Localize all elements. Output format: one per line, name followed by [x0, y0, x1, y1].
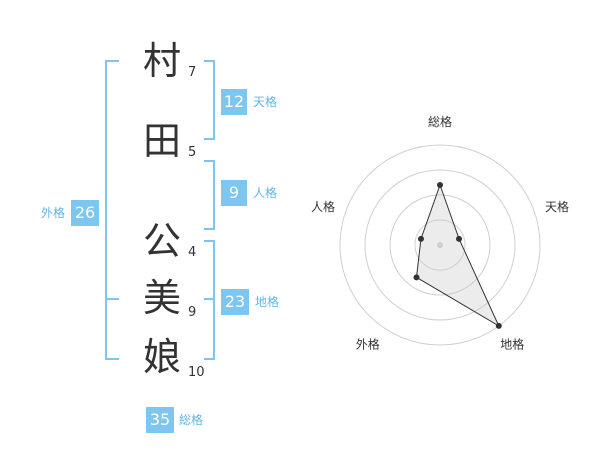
chikaku-badge: 23 [221, 289, 249, 315]
radar-ring [364, 169, 516, 321]
gaikaku-label: 外格 [41, 206, 66, 220]
chikaku-bracket-bottom [204, 358, 215, 360]
radar-axis-label-3: 地格 [500, 337, 524, 352]
radar-ring [414, 219, 466, 271]
radar-axis-label-5: 人格 [311, 199, 335, 214]
soukaku-badge: 35 [146, 407, 174, 433]
tenkaku-badge: 12 [221, 89, 247, 115]
jinkaku-bracket-bottom [204, 228, 215, 230]
soukaku-label: 総格 [179, 413, 204, 427]
jinkaku-bracket-top [204, 160, 215, 162]
tenkaku-bracket-bottom [204, 138, 215, 140]
stroke-count-5: 10 [188, 365, 205, 380]
radar-ring [339, 144, 541, 346]
jinkaku-badge: 9 [221, 180, 247, 206]
chikaku-bracket-top [204, 240, 215, 242]
gaikaku-bracket-top [105, 60, 119, 62]
gaikaku-badge: 26 [71, 200, 99, 226]
name-char-4: 美 [142, 276, 181, 320]
radar-ring [389, 194, 491, 296]
stroke-count-3: 4 [188, 245, 197, 260]
name-char-1: 村 [142, 39, 181, 83]
radar-point-1 [437, 182, 443, 188]
radar-axis-label-1: 総格 [428, 114, 452, 129]
stroke-count-2: 5 [188, 145, 197, 160]
stroke-count-1: 7 [188, 65, 197, 80]
radar-point-3 [495, 322, 502, 329]
gaikaku-bracket-mid [105, 298, 119, 300]
jinkaku-bracket [213, 160, 215, 230]
radar-area [415, 183, 500, 328]
tenkaku-bracket [213, 60, 215, 140]
radar-point-2 [456, 235, 463, 242]
chikaku-bracket [213, 240, 215, 360]
tenkaku-bracket-top [204, 60, 215, 62]
tenkaku-label: 天格 [253, 95, 278, 109]
gaikaku-bracket [105, 60, 107, 360]
radar-center [437, 242, 443, 248]
stroke-count-4: 9 [188, 305, 197, 320]
jinkaku-label: 人格 [253, 186, 278, 200]
chikaku-label: 地格 [255, 295, 280, 309]
name-char-3: 公 [142, 219, 181, 263]
chikaku-bracket-mid [204, 298, 215, 300]
name-char-5: 娘 [142, 335, 181, 379]
radar-axis-label-2: 天格 [545, 199, 569, 214]
name-char-2: 田 [142, 119, 181, 163]
radar-point-4 [413, 274, 420, 281]
radar-point-5 [417, 235, 424, 242]
gaikaku-bracket-bottom [105, 358, 119, 360]
radar-axis-label-4: 外格 [356, 337, 380, 352]
